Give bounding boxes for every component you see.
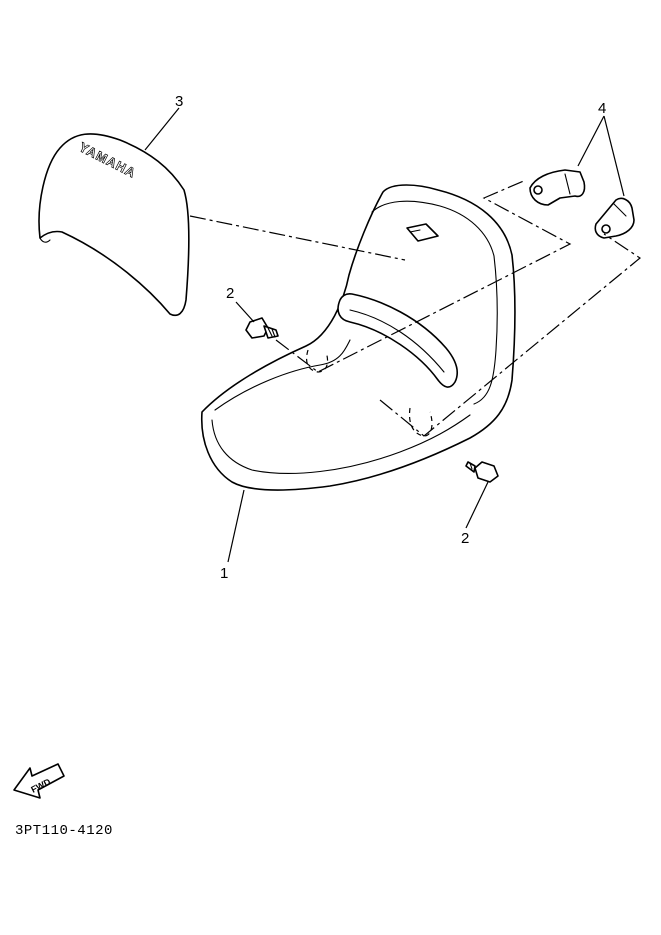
forward-direction-arrow: FWD xyxy=(13,763,65,799)
callout-1: 1 xyxy=(220,565,228,582)
bracket-part-4-lower xyxy=(594,197,635,239)
assembly-lines xyxy=(189,179,642,437)
callout-3: 3 xyxy=(175,93,183,110)
callout-leaders xyxy=(144,107,625,563)
seat-part-1 xyxy=(200,184,516,491)
bracket-part-4-upper xyxy=(529,169,586,206)
seat-cover-part-3: YAMAHA xyxy=(38,133,190,317)
bolt-part-2-lower xyxy=(465,461,499,483)
bolt-part-2-upper xyxy=(245,317,279,339)
callout-2-lower: 2 xyxy=(461,530,469,547)
callout-2-upper: 2 xyxy=(226,285,234,302)
callout-4: 4 xyxy=(598,100,606,117)
diagram-code: 3PT110-4120 xyxy=(15,823,113,839)
